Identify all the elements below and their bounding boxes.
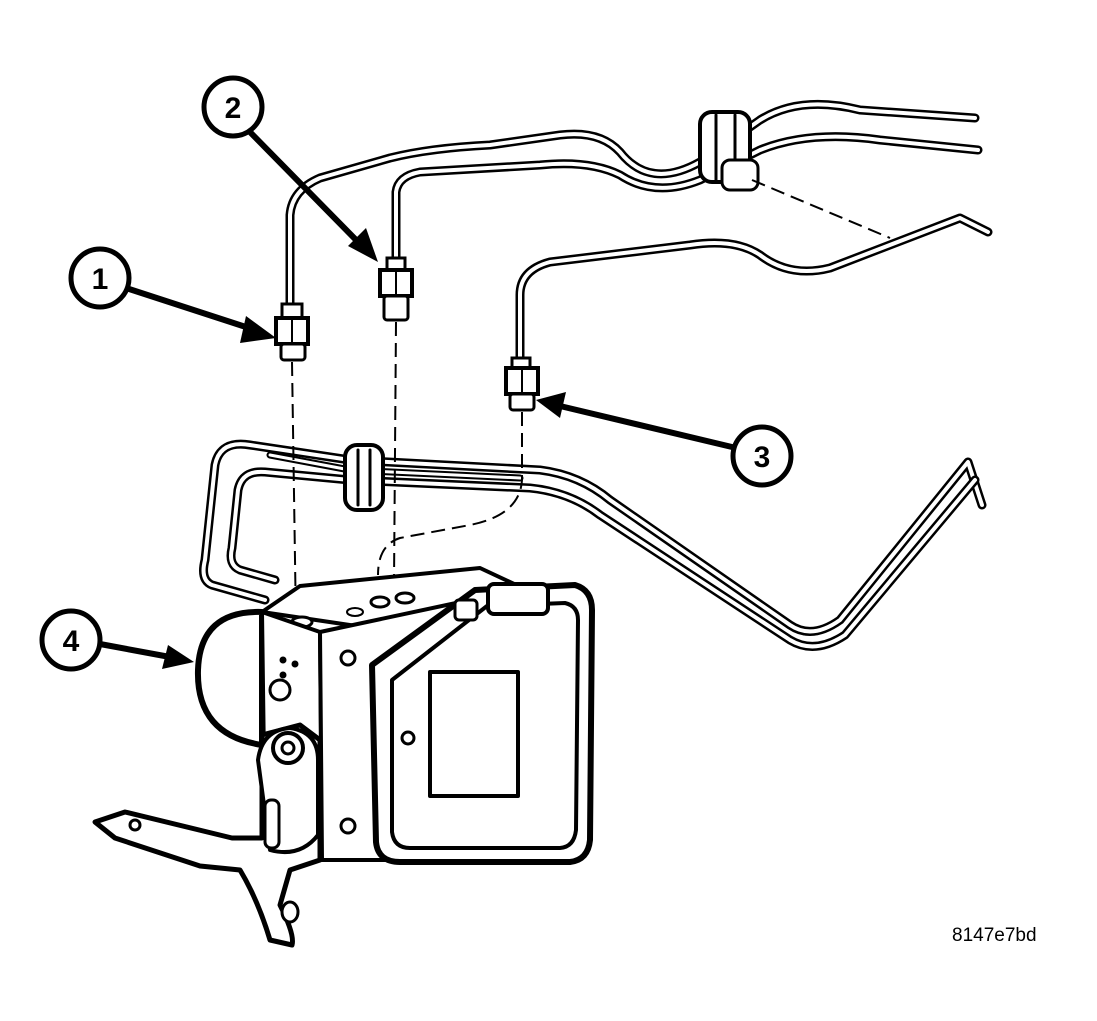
callout-3: 3: [730, 424, 794, 488]
callout-4-label: 4: [63, 625, 80, 658]
tube-fitting-2: [378, 256, 414, 322]
abs-module: [194, 566, 595, 865]
mounting-bracket: [92, 722, 323, 948]
tube-fitting-3: [504, 356, 540, 412]
figure-id: 8147e7bd: [952, 925, 1037, 946]
callout-2: 2: [201, 75, 265, 139]
arrow-4: [97, 641, 194, 669]
arrow-2: [245, 127, 378, 262]
arrow-3: [536, 392, 735, 450]
arrow-1: [123, 285, 276, 343]
callout-3-label: 3: [754, 441, 771, 474]
upper-brake-tubes: [285, 99, 993, 373]
alignment-lines: [291, 179, 891, 626]
leader-arrows: [97, 127, 735, 669]
callout-2-label: 2: [225, 92, 242, 125]
tube-fitting-1: [274, 302, 310, 362]
callout-1: 1: [68, 246, 132, 310]
lower-brake-tubes: [199, 439, 987, 651]
callout-1-label: 1: [92, 263, 109, 296]
callout-4: 4: [39, 608, 103, 672]
